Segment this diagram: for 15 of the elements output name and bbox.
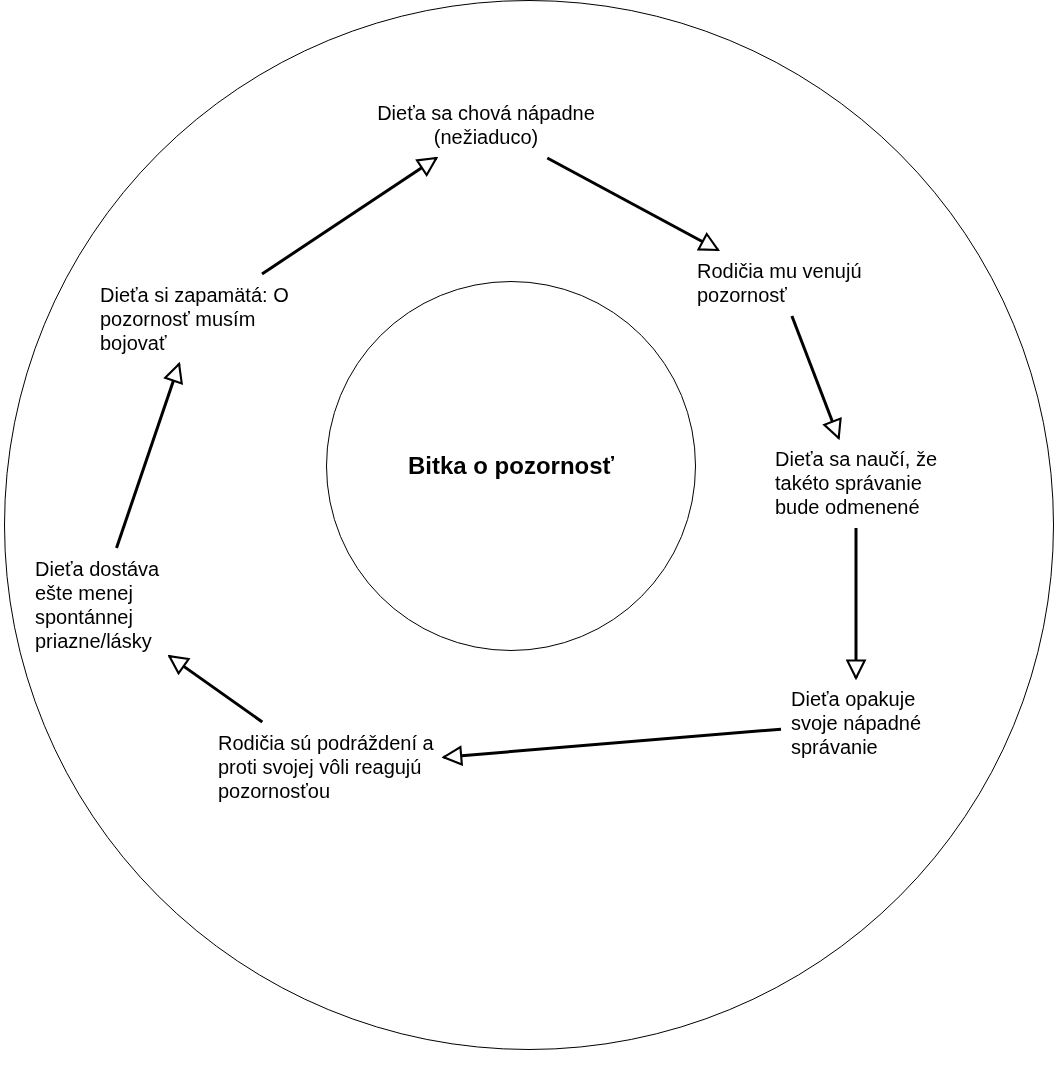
step-text: Dieťa dostáva ešte menej spontánnej priazne/lásky — [35, 557, 185, 653]
step-text: Rodičia sú podráždení a proti svojej vôli reagujú pozornosťou — [218, 731, 440, 803]
step-text: Dieťa sa naučí, že takéto správanie bude odmenené — [775, 447, 960, 519]
arrow — [846, 528, 866, 680]
arrow — [261, 156, 438, 276]
step-text: Dieťa si zapamätá: O pozornosť musím bojovať — [100, 283, 300, 355]
arrow — [546, 156, 720, 252]
step-text: Dieťa sa chová nápadne (nežiaduco) — [331, 101, 641, 149]
step-text: Rodičia mu venujú pozornosť — [697, 259, 882, 307]
arrow — [442, 727, 782, 766]
arrow — [790, 315, 842, 440]
arrow — [115, 362, 183, 549]
arrow — [168, 654, 264, 724]
title-text: Bitka o pozornosť — [407, 451, 615, 481]
step-text: Dieťa opakuje svoje nápadné správanie — [791, 687, 951, 759]
